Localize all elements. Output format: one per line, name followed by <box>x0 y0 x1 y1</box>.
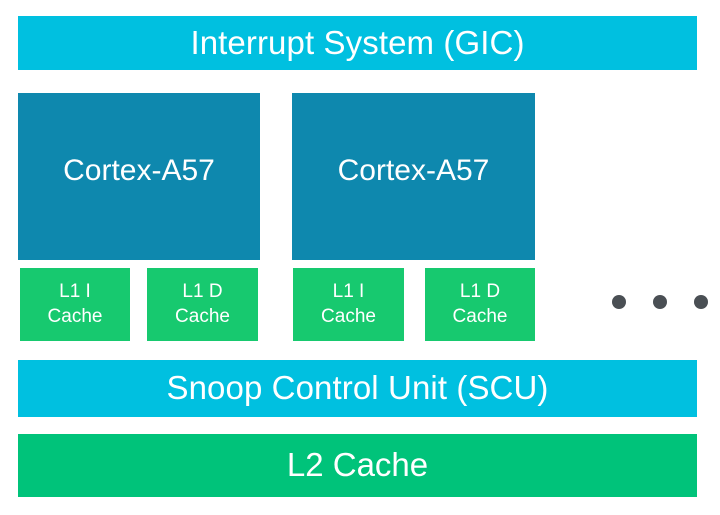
ellipsis-dot-1 <box>612 295 626 309</box>
l2-cache-bar: L2 Cache <box>18 434 697 497</box>
cpu-core-label-0: Cortex-A57 <box>63 153 215 187</box>
l1-cache-type-label-2: L1 I <box>332 281 365 303</box>
l1-cache-word-label-3: Cache <box>452 305 508 327</box>
l1-cache-word-label-2: Cache <box>321 305 376 327</box>
l1-instruction-cache-block-1: L1 I Cache <box>293 268 404 341</box>
horizontal-ellipsis-icon <box>612 294 708 310</box>
l1-cache-type-label-0: L1 I <box>59 281 91 303</box>
ellipsis-dot-3 <box>694 295 708 309</box>
l1-data-cache-block-1: L1 D Cache <box>425 268 535 341</box>
l1-cache-word-label-0: Cache <box>47 305 103 327</box>
l2-cache-label: L2 Cache <box>286 446 429 484</box>
snoop-control-unit-bar: Snoop Control Unit (SCU) <box>18 360 697 417</box>
cpu-core-block-1: Cortex-A57 <box>292 93 535 260</box>
l1-cache-type-label-1: L1 D <box>182 281 223 303</box>
interrupt-system-gic-bar: Interrupt System (GIC) <box>18 16 697 70</box>
cpu-core-block-0: Cortex-A57 <box>18 93 260 260</box>
ellipsis-dot-2 <box>653 295 667 309</box>
l1-instruction-cache-block-0: L1 I Cache <box>20 268 130 341</box>
interrupt-system-gic-label: Interrupt System (GIC) <box>190 23 525 61</box>
l1-cache-type-label-3: L1 D <box>459 281 501 303</box>
l1-cache-word-label-1: Cache <box>175 305 230 327</box>
cpu-core-label-1: Cortex-A57 <box>337 153 490 187</box>
snoop-control-unit-label: Snoop Control Unit (SCU) <box>166 369 549 407</box>
l1-data-cache-block-0: L1 D Cache <box>147 268 258 341</box>
